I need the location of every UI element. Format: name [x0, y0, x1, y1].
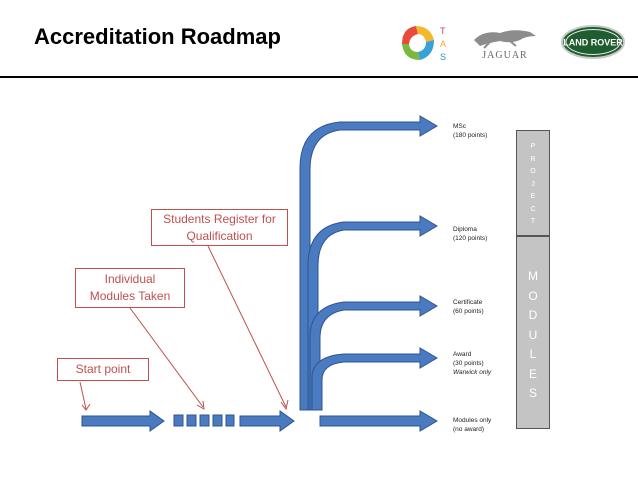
outcome-award: Award (30 points) Warwick only [453, 350, 491, 377]
outcome-award-name: Award [453, 351, 472, 358]
project-letter: O [530, 168, 536, 175]
outcome-msc-points: (180 points) [453, 132, 488, 139]
outcome-msc-name: MSc [453, 123, 466, 130]
start-pointer-head [81, 403, 91, 411]
outcome-award-points: (30 points) [453, 360, 484, 367]
module-block-2 [186, 414, 197, 427]
award-arrow [311, 347, 438, 411]
outcome-certificate: Certificate (60 points) [453, 298, 484, 316]
registration-arrow [239, 410, 295, 432]
outcome-award-note: Warwick only [453, 369, 492, 376]
modules-letter: U [528, 327, 538, 342]
register-pointer [207, 245, 287, 408]
modules-pointer [129, 307, 204, 408]
project-letter: E [530, 193, 536, 200]
outcome-msc: MSc (180 points) [453, 122, 487, 140]
project-bar: P R O J E C T [516, 130, 550, 236]
outcome-certificate-name: Certificate [453, 299, 483, 306]
modules-letter: L [529, 347, 537, 361]
module-block-5 [225, 414, 235, 427]
start-point-callout: Start point [57, 358, 149, 381]
modules-letter: D [528, 308, 538, 322]
outcome-certificate-points: (60 points) [453, 308, 484, 315]
modules-taken-line-1: Individual [104, 272, 156, 286]
project-letter: J [531, 180, 535, 188]
modules-only-arrow [319, 410, 438, 432]
project-letter: T [530, 218, 536, 225]
outcome-diploma: Diploma (120 points) [453, 225, 487, 243]
outcome-modules-only-points: (no award) [453, 426, 485, 433]
jaguar-logo: JAGUAR [474, 30, 536, 61]
start-arrow [81, 410, 165, 432]
tas-letter-t: T [440, 26, 446, 36]
modules-bar: M O D U L E S [516, 236, 550, 429]
register-line-2: Qualification [186, 229, 253, 243]
project-letter: P [530, 143, 536, 150]
register-line-1: Students Register for [163, 212, 276, 226]
project-letter: C [530, 205, 536, 213]
module-block-1 [173, 414, 184, 427]
start-pointer [79, 381, 87, 410]
tas-logo: T A S [402, 26, 446, 62]
certificate-arrow [309, 295, 438, 411]
module-block-4 [212, 414, 223, 427]
modules-taken-callout: Individual Modules Taken [75, 268, 185, 308]
outcome-diploma-name: Diploma [453, 226, 477, 233]
land-rover-logo: LAND ROVER [561, 25, 625, 59]
modules-letter: S [528, 386, 537, 400]
title-divider [0, 76, 638, 78]
tas-letter-s: S [440, 52, 446, 62]
modules-taken-line-2: Modules Taken [89, 289, 171, 303]
project-letters: P R O J E C T [517, 141, 549, 229]
tas-letter-a: A [440, 39, 446, 49]
modules-letter: M [528, 269, 538, 283]
modules-letters: M O D U L E S [517, 267, 549, 404]
register-callout: Students Register for Qualification [151, 209, 288, 246]
page-title: Accreditation Roadmap [34, 24, 281, 49]
outcome-modules-only: Modules only (no award) [453, 416, 491, 434]
modules-letter: E [528, 366, 537, 381]
modules-pointer-head [196, 400, 205, 410]
diploma-arrow [307, 215, 438, 411]
modules-letter: O [528, 288, 538, 303]
land-rover-wordmark: LAND ROVER [563, 38, 623, 48]
start-point-label: Start point [75, 362, 131, 376]
register-pointer-head [280, 399, 289, 411]
outcome-diploma-points: (120 points) [453, 235, 488, 242]
msc-arrow [299, 115, 438, 411]
outcome-modules-only-name: Modules only [453, 417, 492, 424]
project-letter: R [530, 155, 536, 163]
jaguar-wordmark: JAGUAR [482, 50, 527, 61]
module-block-3 [199, 414, 210, 427]
